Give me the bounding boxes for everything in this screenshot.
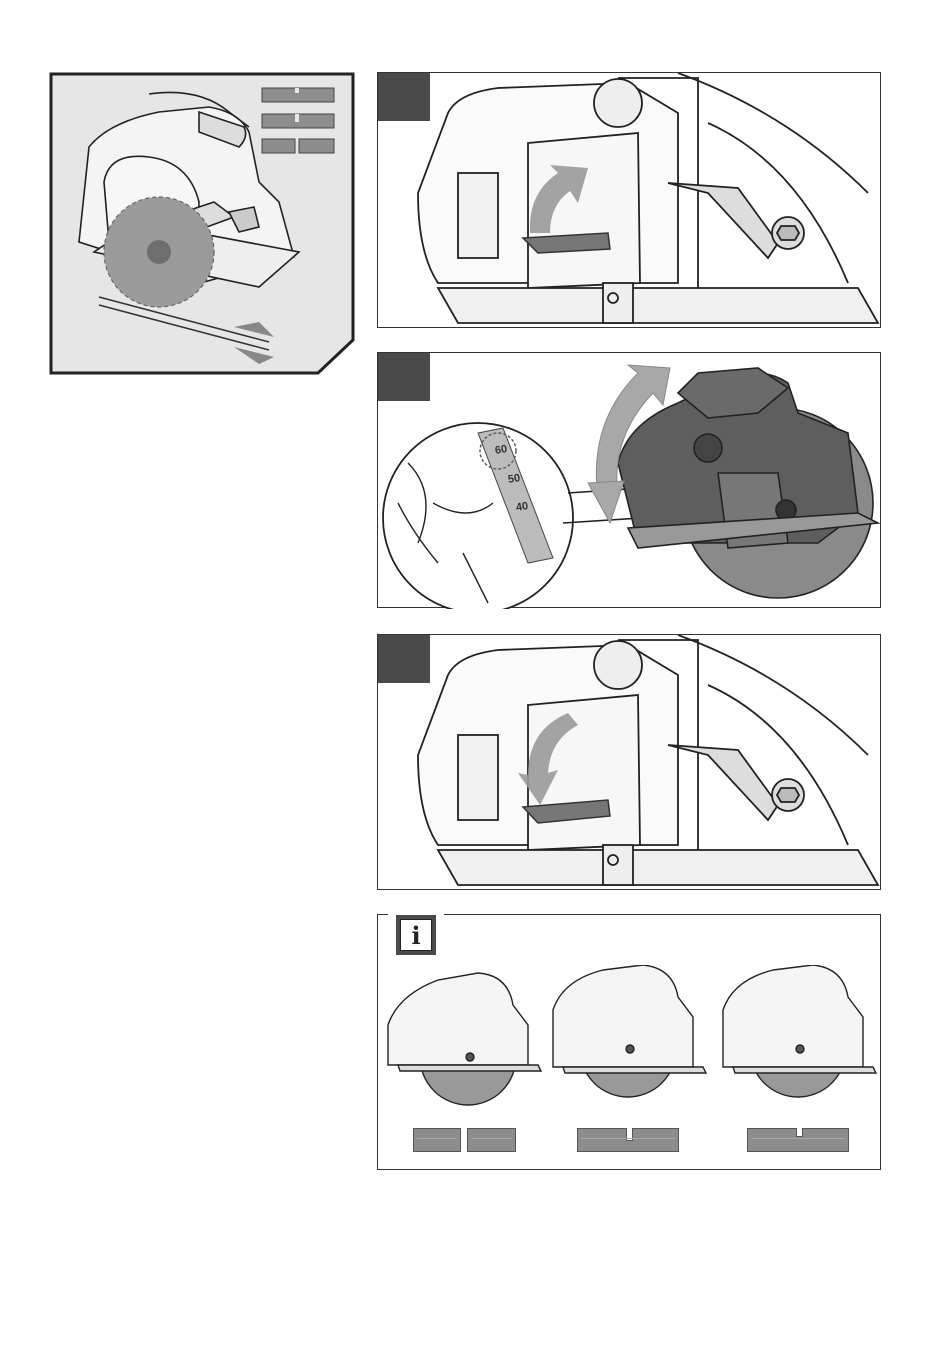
info-badge: i (388, 907, 444, 963)
wood-shallow-groove (577, 1128, 679, 1152)
wood-through-cut-right (467, 1128, 516, 1152)
saw-lever-unlock-illustration (378, 73, 882, 329)
bevel-scale-label-60: 60 (494, 443, 508, 457)
step-badge-3 (378, 635, 430, 683)
saw-lever-lock-illustration (378, 635, 882, 891)
overview-panel (49, 72, 355, 375)
saw-blade-icon (104, 197, 214, 307)
wood-deep-groove (747, 1128, 849, 1152)
bevel-scale-label-50: 50 (507, 472, 521, 486)
wood-through-cut-left (413, 1128, 461, 1152)
step-badge-1 (378, 73, 430, 121)
cut-depth-saws-illustration (378, 965, 882, 1115)
step-panel-3 (377, 634, 881, 890)
saw-partial-cut (553, 965, 706, 1097)
saw-shallow-cut (723, 965, 876, 1097)
info-icon: i (400, 919, 432, 951)
bevel-adjust-illustration (378, 353, 882, 609)
step-panel-2: 60 50 40 (377, 352, 881, 608)
bevel-scale-label-40: 40 (515, 500, 529, 514)
step-badge-2 (378, 353, 430, 401)
step-panel-1 (377, 72, 881, 328)
saw-deep-cut (388, 973, 541, 1105)
info-panel: i (377, 914, 881, 1170)
